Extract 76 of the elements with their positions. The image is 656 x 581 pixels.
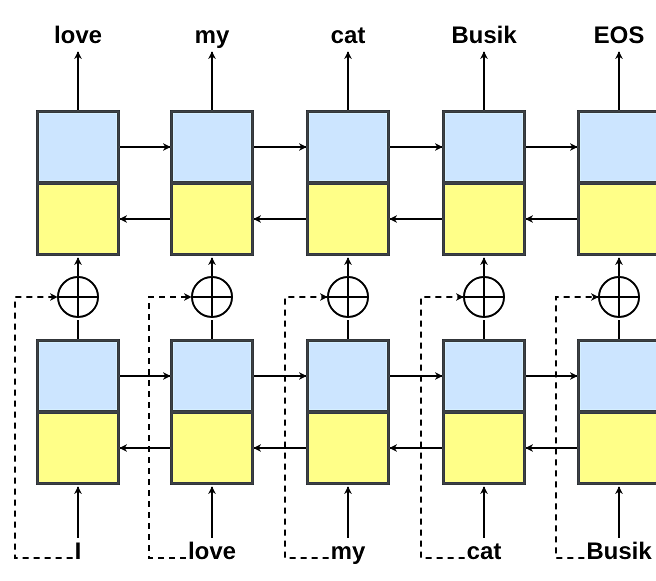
state-cell — [36, 110, 120, 184]
arrow — [119, 444, 170, 452]
arrow — [480, 486, 488, 538]
state-cell — [577, 411, 656, 485]
state-cell — [577, 182, 656, 256]
word-label: Busik — [586, 538, 652, 566]
skip-connection-arrow — [555, 293, 599, 559]
state-cell — [170, 182, 254, 256]
arrow — [344, 257, 352, 276]
arrow — [254, 143, 307, 151]
state-cell — [170, 411, 254, 485]
word-label: EOS — [594, 22, 644, 50]
arrow — [74, 51, 82, 110]
state-cell — [170, 110, 254, 184]
arrow — [208, 257, 216, 276]
sum-circle — [598, 276, 640, 318]
arrow — [615, 51, 623, 110]
state-cell — [577, 110, 656, 184]
state-cell — [306, 182, 390, 256]
state-cell — [442, 110, 526, 184]
arrow — [525, 444, 577, 452]
state-cell — [442, 339, 526, 413]
sum-circle — [463, 276, 505, 318]
skip-connection-arrow — [420, 293, 465, 559]
state-cell — [442, 182, 526, 256]
connector-line — [483, 320, 485, 339]
arrow — [390, 143, 443, 151]
arrow — [120, 372, 171, 380]
state-cell — [306, 110, 390, 184]
connector-line — [211, 320, 213, 339]
arrow — [480, 51, 488, 110]
arrow — [390, 372, 443, 380]
arrow — [344, 486, 352, 538]
arrow — [74, 486, 82, 538]
word-label: Busik — [451, 22, 517, 50]
word-label: my — [194, 22, 230, 50]
skip-connection-arrow — [148, 293, 192, 559]
word-label: I — [74, 538, 82, 566]
arrow — [480, 257, 488, 276]
arrow — [253, 444, 306, 452]
arrow — [253, 215, 306, 223]
arrow — [526, 372, 578, 380]
arrow — [120, 143, 171, 151]
skip-connection-arrow — [14, 293, 73, 559]
arrow — [389, 444, 442, 452]
state-cell — [170, 339, 254, 413]
word-label: cat — [330, 22, 366, 50]
arrow — [208, 486, 216, 538]
arrow — [119, 215, 170, 223]
arrow — [74, 257, 82, 276]
arrow — [525, 215, 577, 223]
state-cell — [306, 339, 390, 413]
state-cell — [36, 339, 120, 413]
arrow — [344, 51, 352, 110]
connector-line — [347, 320, 349, 339]
state-cell — [577, 339, 656, 413]
word-label: my — [330, 538, 366, 566]
word-label: cat — [466, 538, 502, 566]
connector-line — [618, 320, 620, 339]
state-cell — [306, 411, 390, 485]
sum-circle — [327, 276, 369, 318]
arrow — [615, 486, 623, 538]
state-cell — [442, 411, 526, 485]
arrow — [208, 51, 216, 110]
word-label: love — [54, 22, 102, 50]
skip-connection-arrow — [284, 293, 329, 559]
sum-circle — [191, 276, 233, 318]
word-label: love — [188, 538, 236, 566]
arrow — [526, 143, 578, 151]
arrow — [389, 215, 442, 223]
arrow — [254, 372, 307, 380]
sum-circle — [57, 276, 99, 318]
state-cell — [36, 182, 120, 256]
state-cell — [36, 411, 120, 485]
connector-line — [77, 320, 79, 339]
arrow — [615, 257, 623, 276]
